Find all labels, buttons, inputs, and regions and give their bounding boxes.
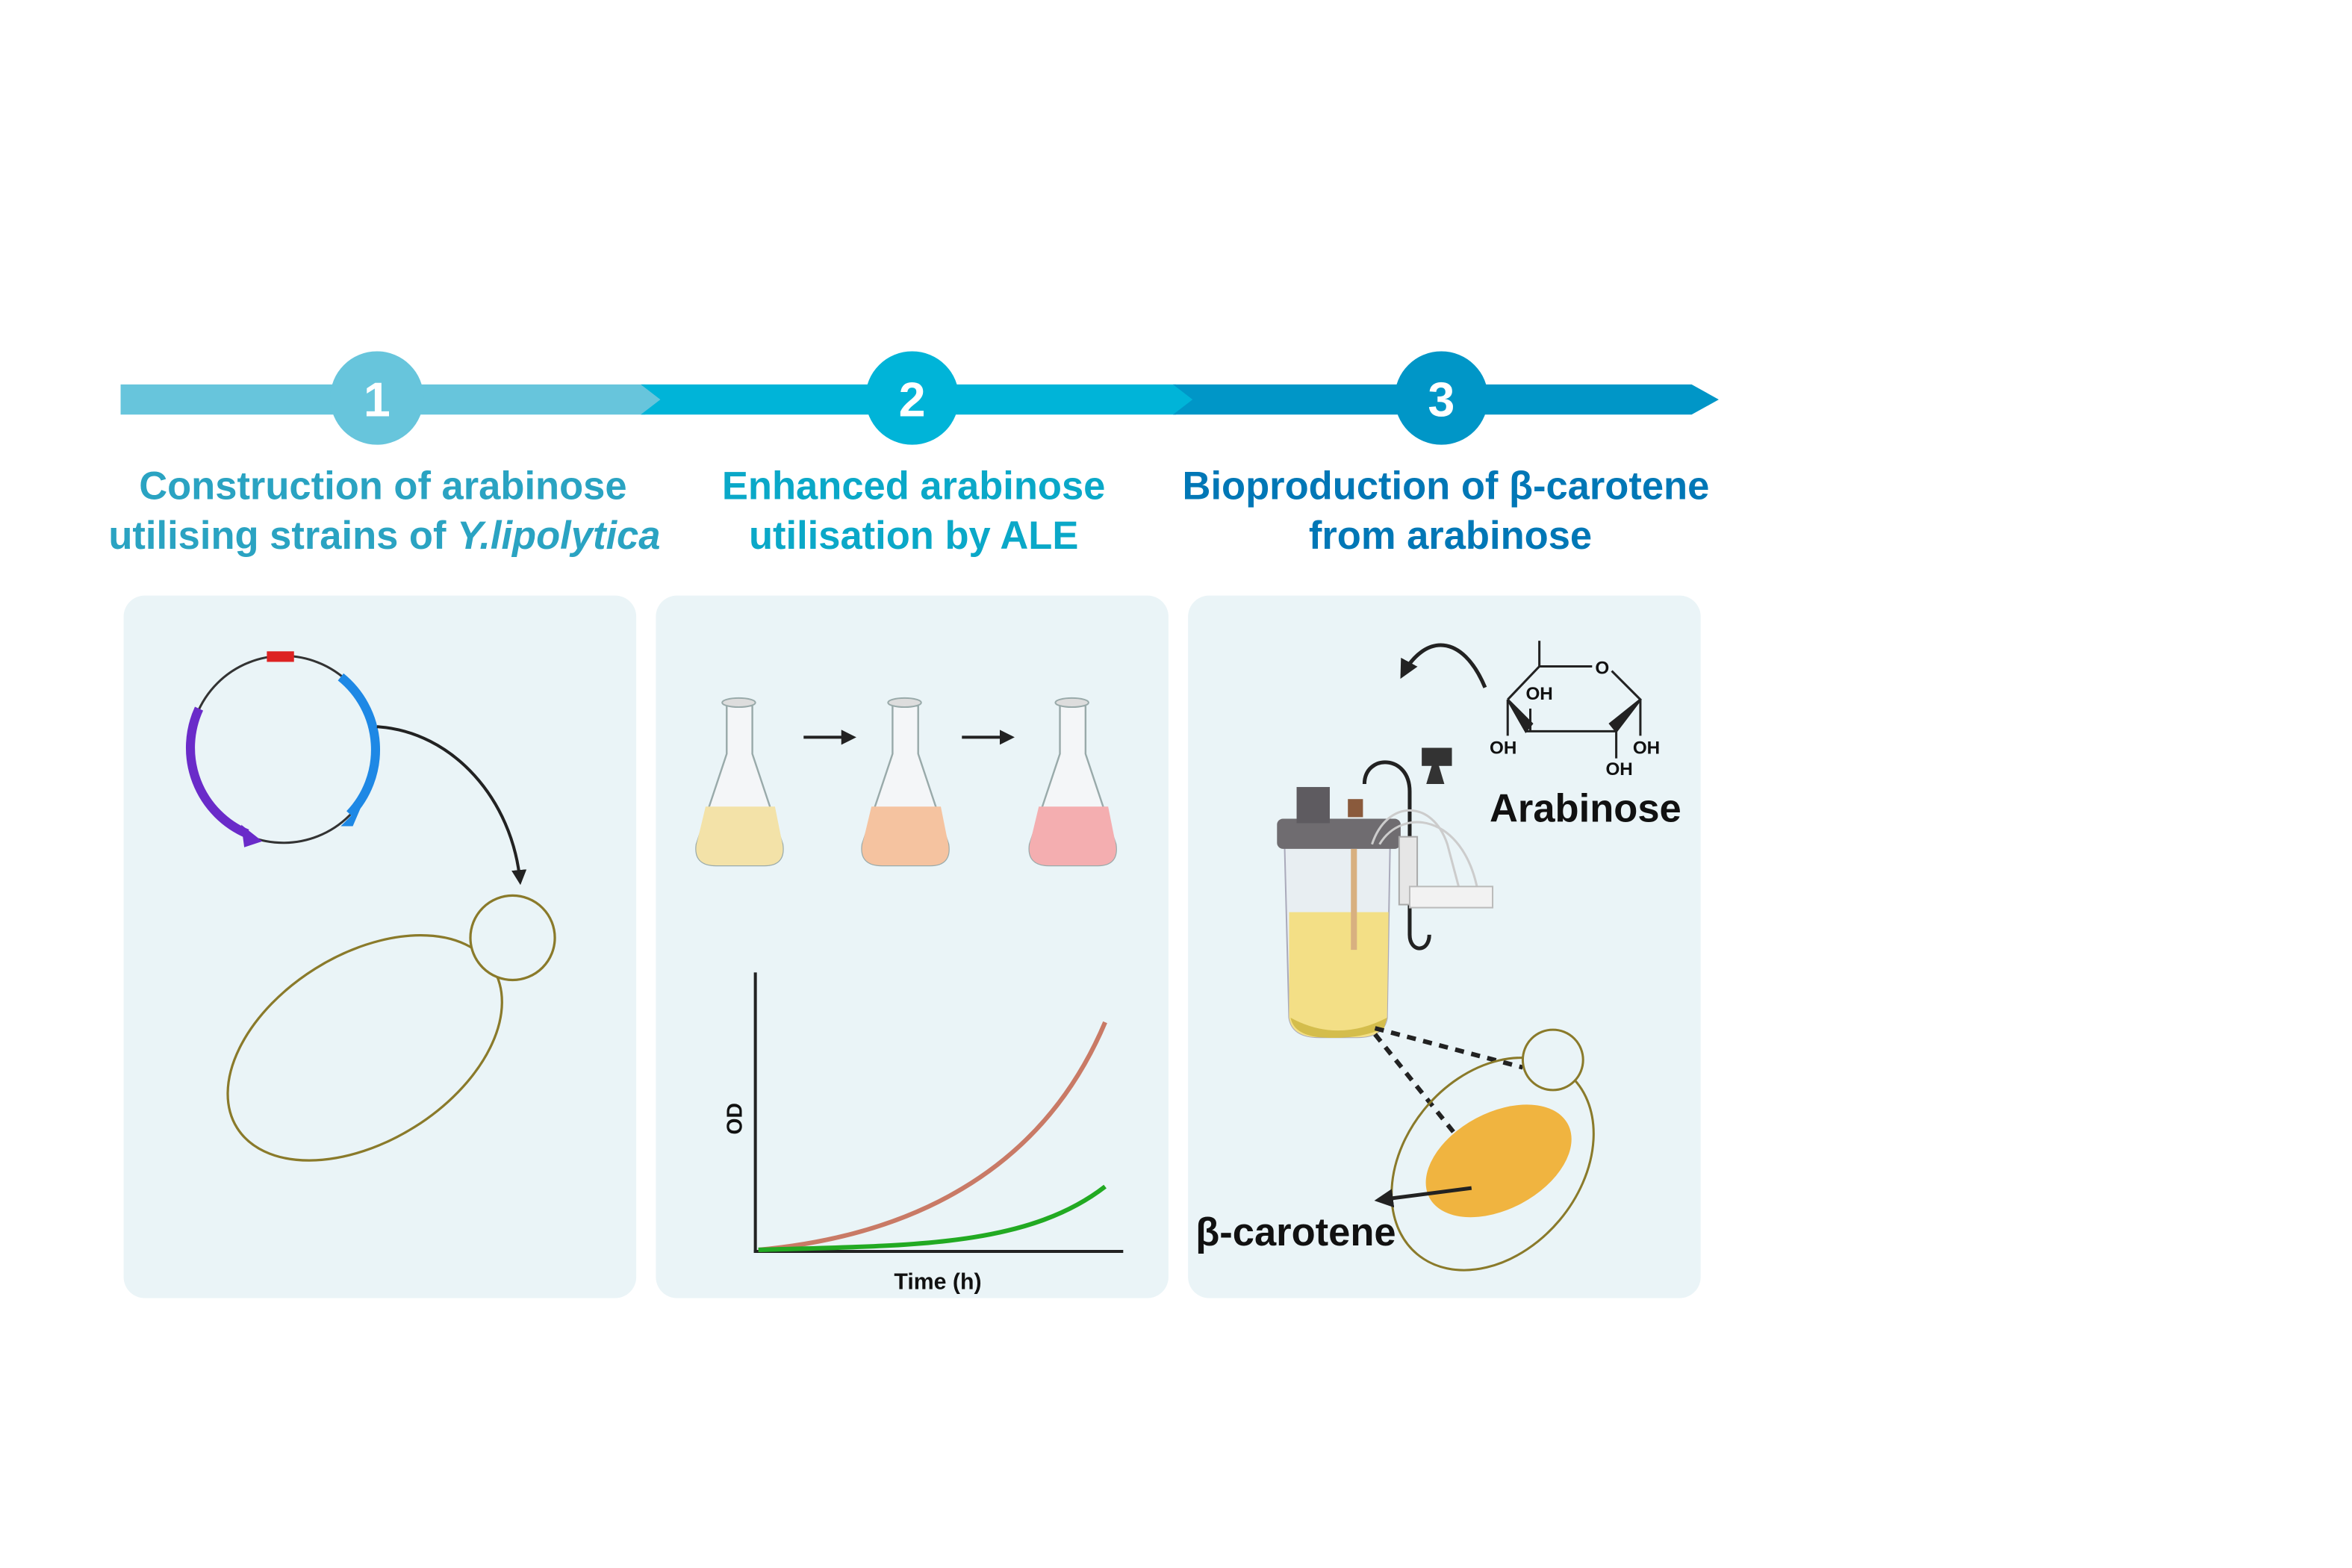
step-arrow-band: 1 2 3	[120, 351, 1719, 445]
step-3-circle	[1394, 351, 1488, 445]
transformation-arrow	[376, 725, 527, 886]
step-titles: Construction of arabinose utilising stra…	[108, 464, 1709, 558]
yeast-cell-1	[226, 894, 556, 1162]
x-axis-label: Time (h)	[894, 1269, 981, 1294]
bioreactor-icon	[1277, 747, 1494, 1039]
plasmid-gene-blue	[337, 673, 380, 818]
flask-icon	[1028, 697, 1117, 867]
step-2-number: 2	[899, 373, 926, 426]
beta-carotene-label: β-carotene	[1195, 1210, 1396, 1254]
product-arrow	[1374, 1186, 1472, 1208]
step-2-title-line2: utilisation by ALE	[749, 514, 1078, 558]
step-2-title-line1: Enhanced arabinose	[722, 464, 1105, 508]
hydroxyl-label: OH	[1605, 759, 1632, 780]
hydroxyl-label: OH	[1633, 738, 1660, 759]
flask-icon	[695, 697, 784, 867]
step-1-title-line2: utilising strains of Y.lipolytica	[108, 514, 660, 558]
step-1-title-line1: Construction of arabinose	[139, 464, 626, 508]
flask-series	[695, 697, 1117, 867]
growth-plot: OD Time (h)	[722, 972, 1124, 1294]
flask-icon	[861, 697, 950, 867]
ring-oxygen: O	[1595, 659, 1609, 679]
arabinose-label: Arabinose	[1490, 786, 1681, 830]
panel-1	[123, 595, 637, 1298]
step-3-number: 3	[1428, 373, 1455, 426]
step-3-title-line1: Bioproduction of β-carotene	[1183, 464, 1710, 508]
plasmid-marker	[267, 651, 294, 662]
feed-arrow	[1400, 643, 1487, 688]
hydroxyl-label: OH	[1525, 684, 1552, 704]
plasmid-gene-purple	[185, 706, 249, 839]
step-3-title-line2: from arabinose	[1309, 514, 1592, 558]
curve-parent	[758, 1184, 1107, 1252]
plasmid	[185, 651, 380, 847]
step-1-circle	[330, 351, 424, 445]
hydroxyl-label: OH	[1490, 738, 1516, 759]
curve-evolved	[758, 1021, 1107, 1252]
step-2-circle	[865, 351, 959, 445]
y-axis-label: OD	[722, 1103, 746, 1134]
panel-3	[1188, 595, 1701, 1298]
arabinose-structure	[1506, 641, 1642, 759]
zoom-lines	[1373, 1026, 1524, 1136]
step-1-number: 1	[364, 373, 391, 426]
